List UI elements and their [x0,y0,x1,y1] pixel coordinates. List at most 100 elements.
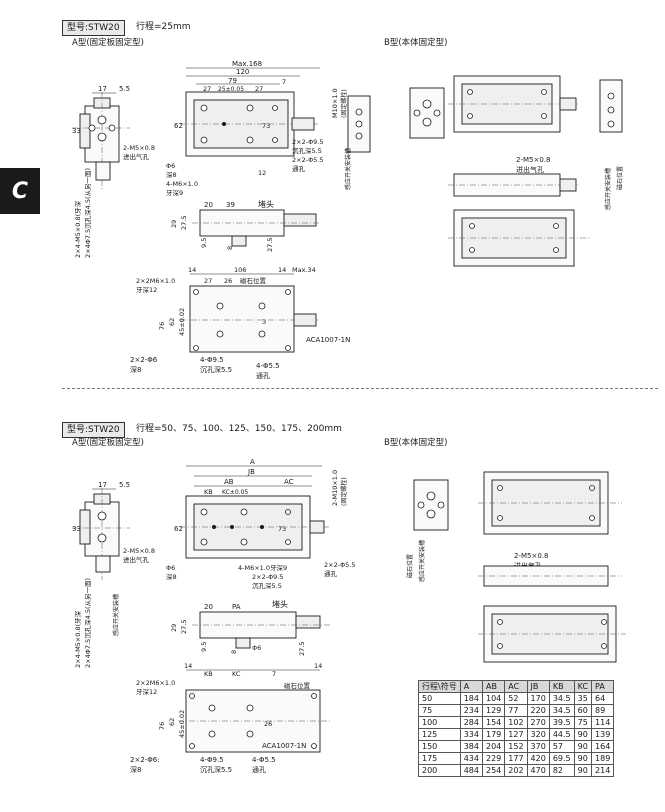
b-type-title-2: B型(本体固定型) [384,438,448,448]
dim-5-5-b: 5.5 [119,481,130,489]
col-header: 行程\符号 [418,680,461,693]
dim-76: 76 [158,322,166,330]
dim-27-5b: 27.5 [266,238,274,252]
sink-label: 沉孔深5.5 [292,146,322,155]
dim-AB: AB [224,478,234,486]
table-cell: 90 [573,752,593,765]
m10-note-b: (固定螺栓) [340,477,348,506]
dim-KB: KB [204,488,213,496]
col-header: AC [504,680,528,693]
top-view-2: A JB AB AC KB KC±0.05 62 73 Φ6 深8 4-M6×1… [166,458,356,590]
col-header: KB [548,680,575,693]
model-label-2: 型号:STW20 [62,422,125,438]
table-cell: 35 [573,692,593,705]
dim-20-b: 20 [204,603,213,611]
front-view-1: 20 39 堵头 29 27.5 9.5 8 27.5 [170,199,320,252]
dim-25: 25±0.05 [218,86,244,93]
stroke-25-drawing: 17 5.5 33 2-M5×0.8 进出气孔 2×4-M5×0.8(牙深 2×… [72,60,624,380]
stroke-label-2: 行程=50、75、100、125、150、175、200mm [136,424,342,434]
dim-PA: PA [232,603,241,611]
plug-label: 堵头 [258,199,274,209]
table-cell: 214 [591,764,615,777]
table-cell: 164 [591,740,615,753]
plug-label-b: 堵头 [272,599,288,609]
b-m5-label-2: 2-M5×0.8 [514,552,548,560]
table-cell: 229 [481,752,506,765]
table-cell: 284 [459,716,483,729]
col-header: PA [591,680,615,693]
sink5-5b-label: 沉孔深5.5 [200,365,232,374]
m10-label-b: 2-M10×1.0 [331,470,339,506]
dim-62-b: 62 [174,525,183,533]
table-cell: 89 [591,704,615,717]
table-header-row: 行程\符号 A AB AC JB KB KC PA [418,680,615,693]
phi9-5-label-b: 2×2-Φ9.5 [252,573,284,581]
switch-label-b: 感应开关安装槽 [112,594,120,636]
phi5-5-label: 2×2-Φ5.5 [292,156,324,164]
table-cell: 75 [573,716,593,729]
dim-29: 29 [170,220,178,228]
table-cell: 384 [459,740,483,753]
dim-14a-b: 14 [184,662,192,670]
dim-27a: 27 [203,85,211,93]
dim-76-b: 76 [158,722,166,730]
table-cell: 434 [459,752,483,765]
dim-7-b: 7 [272,670,276,678]
dim-29-b: 29 [170,624,178,632]
dim-14b: 14 [278,266,286,274]
m5-label: 2-M5×0.8 [123,144,155,152]
dim-max168: Max.168 [232,60,262,68]
dim-max34: Max.34 [292,266,316,274]
phi5-5b-label-b: 4-Φ5.5 [252,756,276,764]
dim-26: 26 [224,277,232,285]
phi5-5b-label: 4-Φ5.5 [256,362,280,370]
dim-27-5-b: 27.5 [180,620,188,634]
table-cell: 90 [573,740,593,753]
dim-9-5-b: 9.5 [200,642,208,652]
table-cell: 57 [548,740,575,753]
m5-label-b: 2-M5×0.8 [123,547,155,555]
table-cell: 320 [526,728,550,741]
table-cell: 90 [573,728,593,741]
col-header: AB [481,680,506,693]
switch-slot-label: 感应开关安装槽 [344,148,352,190]
table-cell: 60 [573,704,593,717]
front-view-2: 20 PA 堵头 29 27.5 9.5 8 Φ6 27.5 [170,599,330,656]
phi5-5-label-b: 2×2-Φ5.5 [324,561,356,569]
dim-33-b: 33 [72,525,81,533]
side-m5-label-b: 2×4-M5×0.8(牙深 [73,610,82,668]
dim-14a: 14 [188,266,196,274]
phi6-label: Φ6 [166,162,175,170]
table-cell: 484 [459,764,483,777]
end-view-1: 感应开关安装槽 [344,95,371,190]
magnet-label: 磁石位置 [240,276,267,285]
a-type-title-2: A型(固定板固定型) [72,438,144,448]
table-cell: 127 [504,728,528,741]
dim-9-5: 9.5 [200,238,208,248]
m10-label: M10×1.0 [331,88,339,118]
phi9-5b-label-b: 4-Φ9.5 [200,756,224,764]
col-header: KC [573,680,593,693]
col-header: A [459,680,483,693]
chapter-tab: C [0,168,40,214]
table-cell: 102 [504,716,528,729]
magnet-label-b: 磁石位置 [284,681,311,690]
dim-3: 3 [262,318,266,326]
dim-8: 8 [226,246,234,250]
table-cell: 175 [418,752,461,765]
dim-KC2: KC [232,670,241,678]
thru-label: 通孔 [292,164,306,173]
dim-20: 20 [204,201,213,209]
dim-79: 79 [228,77,237,85]
b-type-drawings-1: 2-M5×0.8 进出气孔 磁石位置 感应开关安装槽 [409,75,624,267]
phi6b-label: 2×2-Φ6 [130,356,158,364]
side-phi7-label: 2×4Φ7.5沉孔深4.5(从另一面) [83,168,92,258]
dim-33: 33 [72,127,81,135]
